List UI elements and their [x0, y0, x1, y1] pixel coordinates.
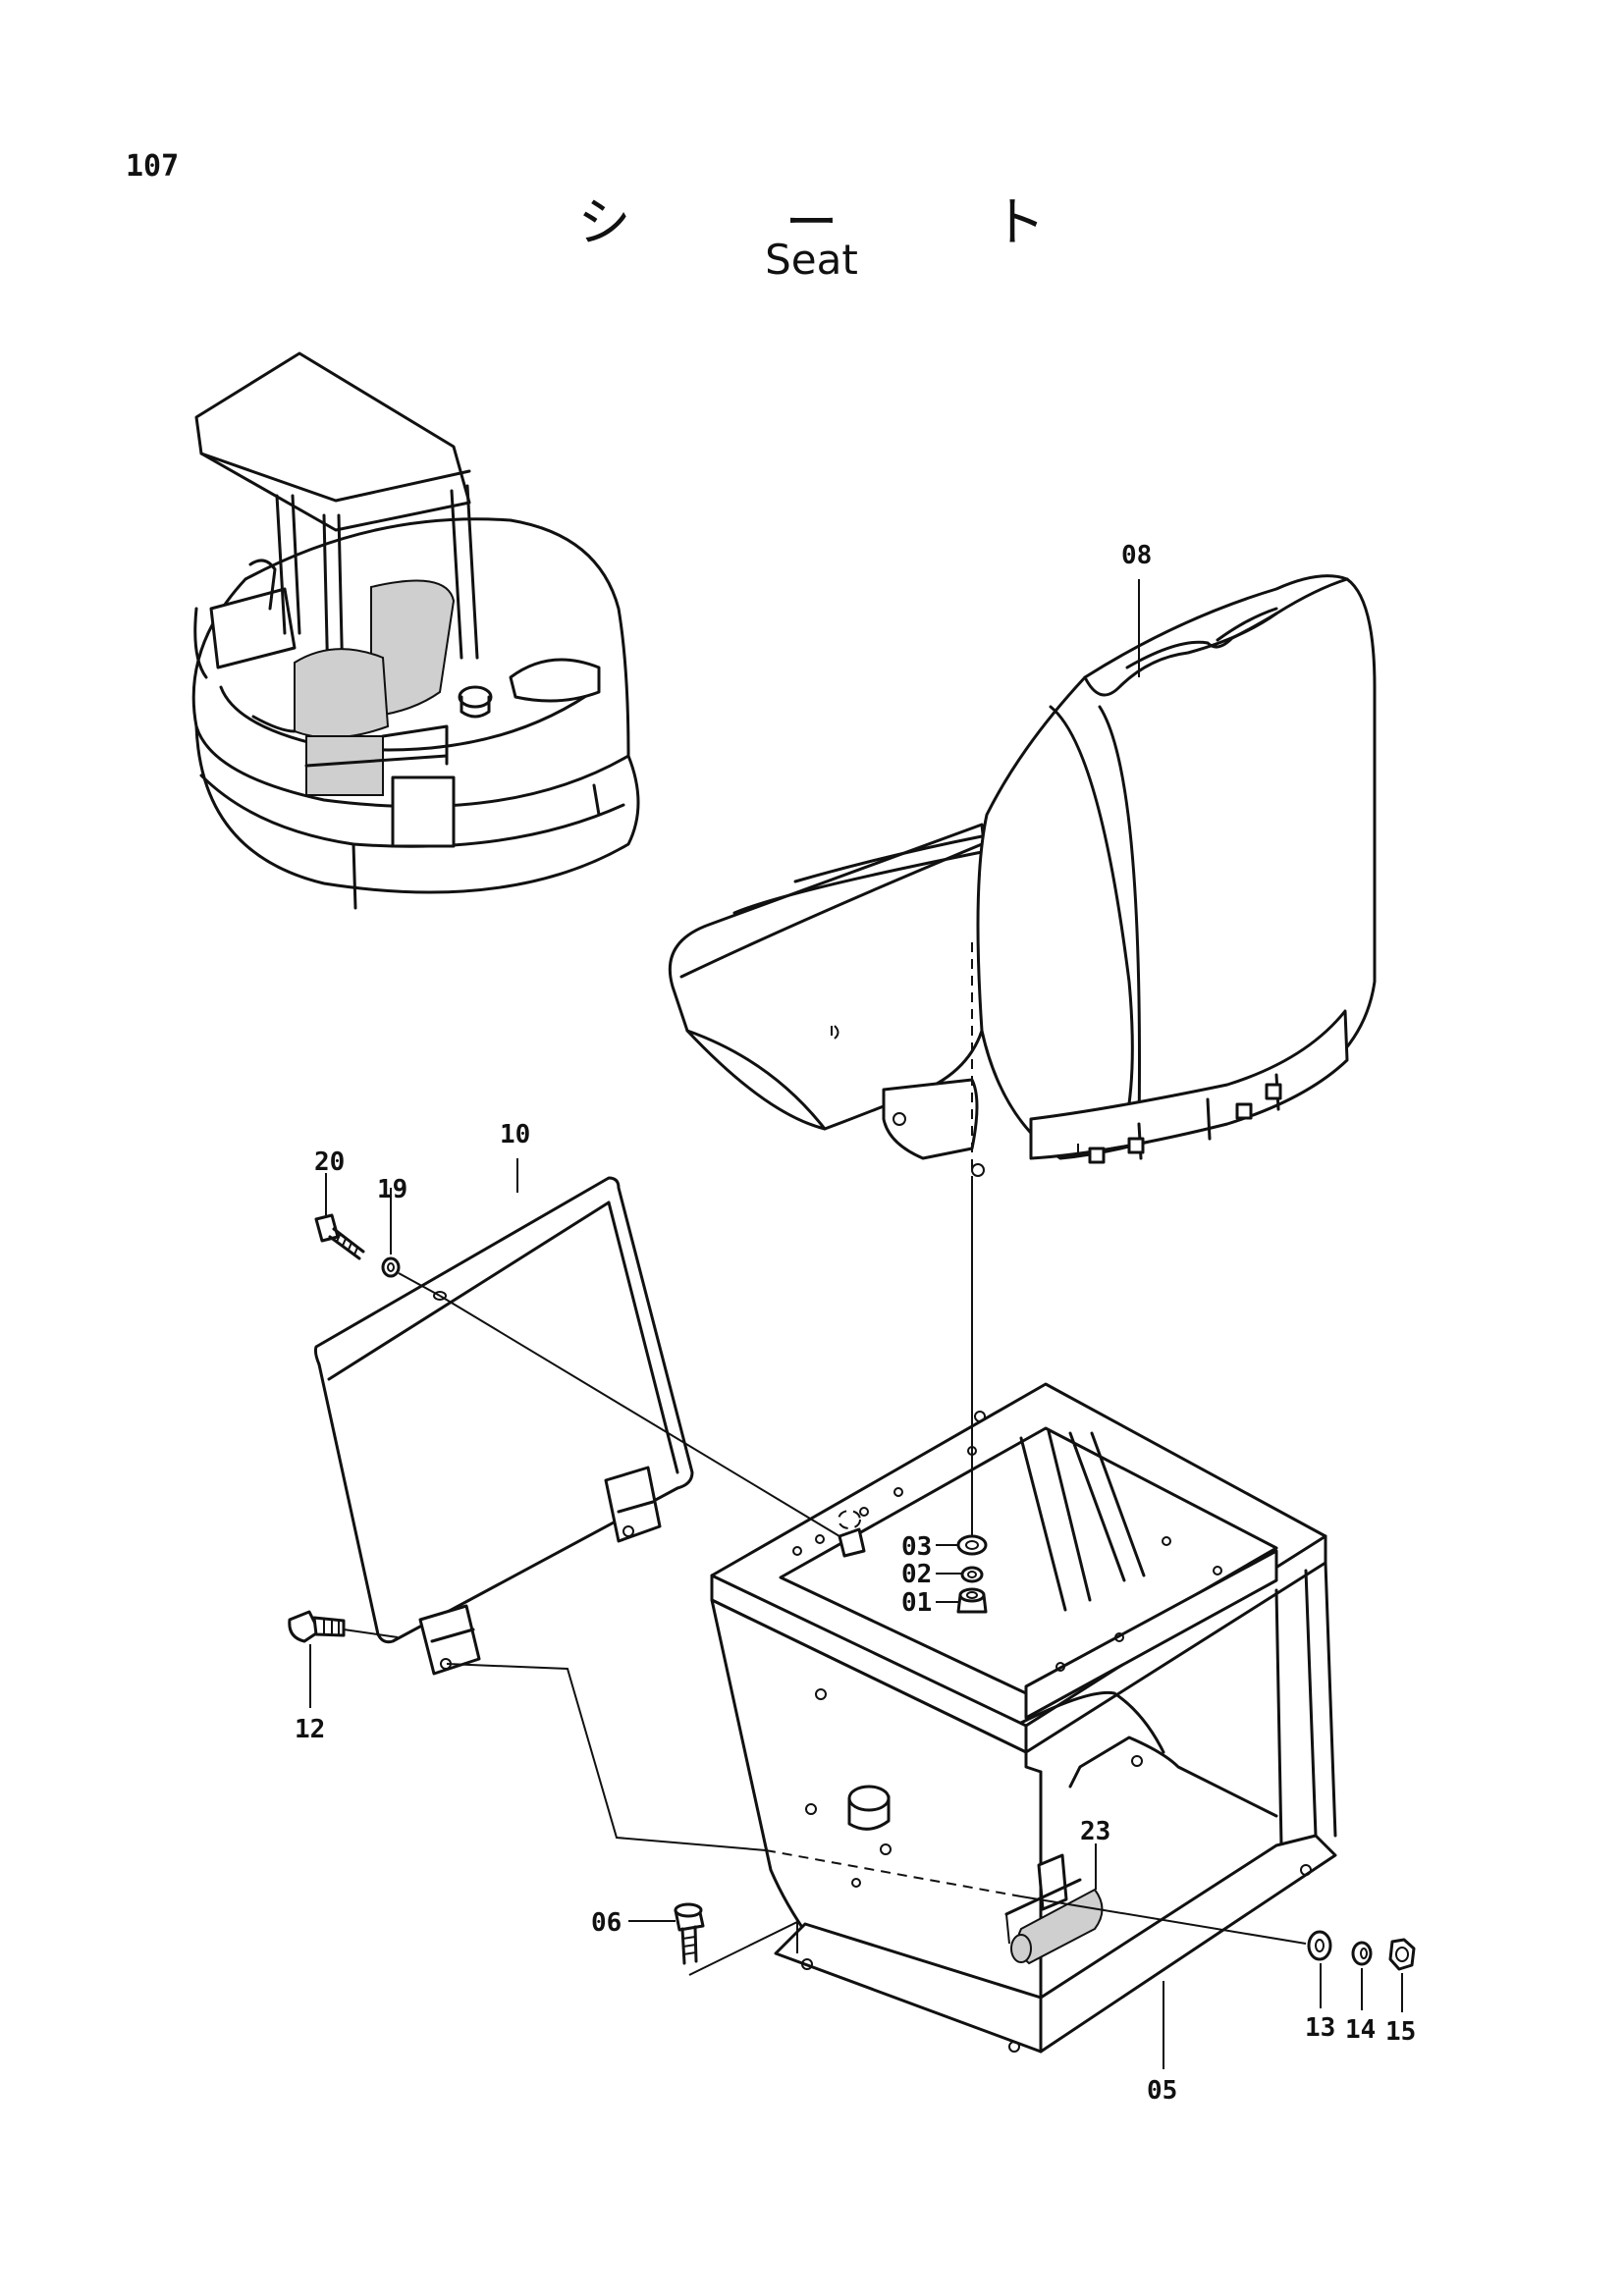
- seat-assembly: [668, 574, 1377, 1177]
- callout-23: 23: [1080, 1817, 1110, 1846]
- machine-overview-illustration: [191, 351, 640, 910]
- callout-12: 12: [295, 1715, 325, 1744]
- title-english: Seat: [765, 236, 858, 284]
- callout-02: 02: [901, 1560, 932, 1589]
- callout-08: 08: [1121, 541, 1152, 570]
- washer-03: [956, 1534, 988, 1556]
- washer-13: [1307, 1930, 1332, 1961]
- callout-10: 10: [500, 1120, 530, 1149]
- callout-15: 15: [1385, 2017, 1416, 2047]
- spring-washer-14: [1351, 1941, 1373, 1966]
- callout-05: 05: [1147, 2076, 1177, 2106]
- bolt-06: [674, 1902, 705, 1965]
- nut-01: [956, 1587, 988, 1614]
- callout-20: 20: [314, 1148, 345, 1177]
- callout-03: 03: [901, 1532, 932, 1562]
- fasteners: [288, 1213, 1416, 1971]
- nut-15: [1388, 1938, 1416, 1971]
- washer-19: [381, 1256, 401, 1278]
- callout-19: 19: [377, 1175, 407, 1204]
- leader-lines: [309, 579, 1403, 2069]
- callout-13: 13: [1305, 2013, 1335, 2043]
- callout-01: 01: [901, 1588, 932, 1618]
- cover-panel: [313, 1176, 694, 1676]
- callout-06: 06: [591, 1908, 622, 1938]
- callout-labels: 08 10 20 19 03 02 01 12 23 06 13 14 15 0…: [295, 541, 1416, 2106]
- page-number: 107: [126, 149, 180, 184]
- bolt-20: [314, 1213, 365, 1260]
- spring-washer-02: [960, 1566, 984, 1583]
- seat-stand: [710, 1382, 1337, 2054]
- bolt-12: [288, 1610, 346, 1643]
- title-japanese: シ ー ト: [577, 191, 1114, 253]
- callout-14: 14: [1345, 2015, 1376, 2045]
